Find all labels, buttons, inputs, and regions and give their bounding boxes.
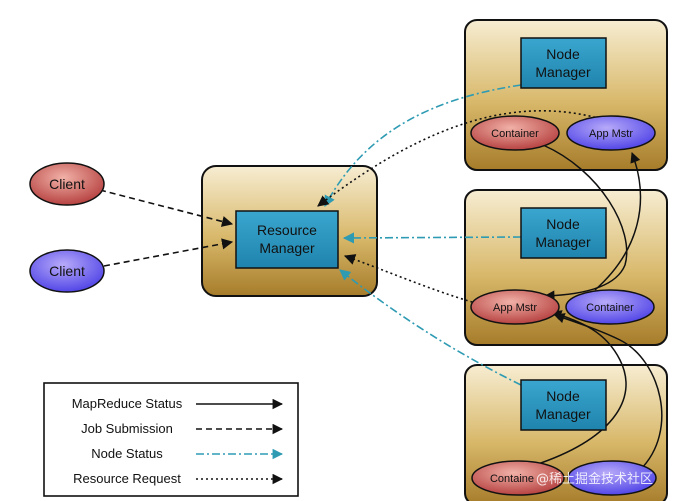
container-mid-label: Container [586,302,634,314]
node-manager-mid: Node Manager [520,207,607,259]
job-submission-line-1 [99,189,234,227]
node-status-line-mid [342,232,522,244]
container-bottom-label: Containe [490,473,534,485]
legend-label-node-status: Node Status [91,446,163,461]
legend: MapReduce Status Job Submission Node Sta… [43,382,299,497]
legend-label-resource-request: Resource Request [73,471,181,486]
legend-label-mapreduce-status: MapReduce Status [72,396,183,411]
resource-manager: Resource Manager [235,210,339,269]
node-manager-mid-label-line2: Manager [535,234,591,250]
client-node-2: Client [29,249,105,293]
node-manager-top-label-line2: Manager [535,64,591,80]
node-status-line-top [324,84,522,207]
node-manager-bottom-label-line1: Node [546,388,580,404]
client-node-2-label: Client [49,263,85,279]
node-manager-bottom-label-line2: Manager [535,406,591,422]
resource-manager-label-line1: Resource [257,222,317,238]
resource-request-line-mid [343,254,483,306]
resource-request-line-top [317,110,606,207]
app-master-mid-label: App Mstr [493,302,537,314]
container-bottom: Containe [471,460,565,496]
app-master-top: App Mstr [566,115,656,151]
container-top-label: Container [491,128,539,140]
mapreduce-status-line-2 [594,152,642,291]
node-manager-mid-label-line1: Node [546,216,580,232]
node-status-line-bottom [339,269,522,386]
node-manager-top: Node Manager [520,37,607,89]
watermark: @稀土掘金技术社区 [536,471,653,487]
resource-manager-label-line2: Manager [259,240,315,256]
container-bottom-b [567,460,657,496]
mapreduce-status-line-4 [554,313,663,471]
legend-label-job-submission: Job Submission [81,421,173,436]
client-node-1: Client [29,162,105,206]
node-manager-bottom: Node Manager [520,379,607,431]
app-master-mid: App Mstr [470,289,560,325]
job-submission-line-2 [103,238,234,267]
client-node-1-label: Client [49,176,85,192]
app-master-top-label: App Mstr [589,128,633,140]
mapreduce-status-line-1 [542,144,628,301]
container-top: Container [470,115,560,151]
container-mid: Container [565,289,655,325]
node-manager-top-label-line1: Node [546,46,580,62]
